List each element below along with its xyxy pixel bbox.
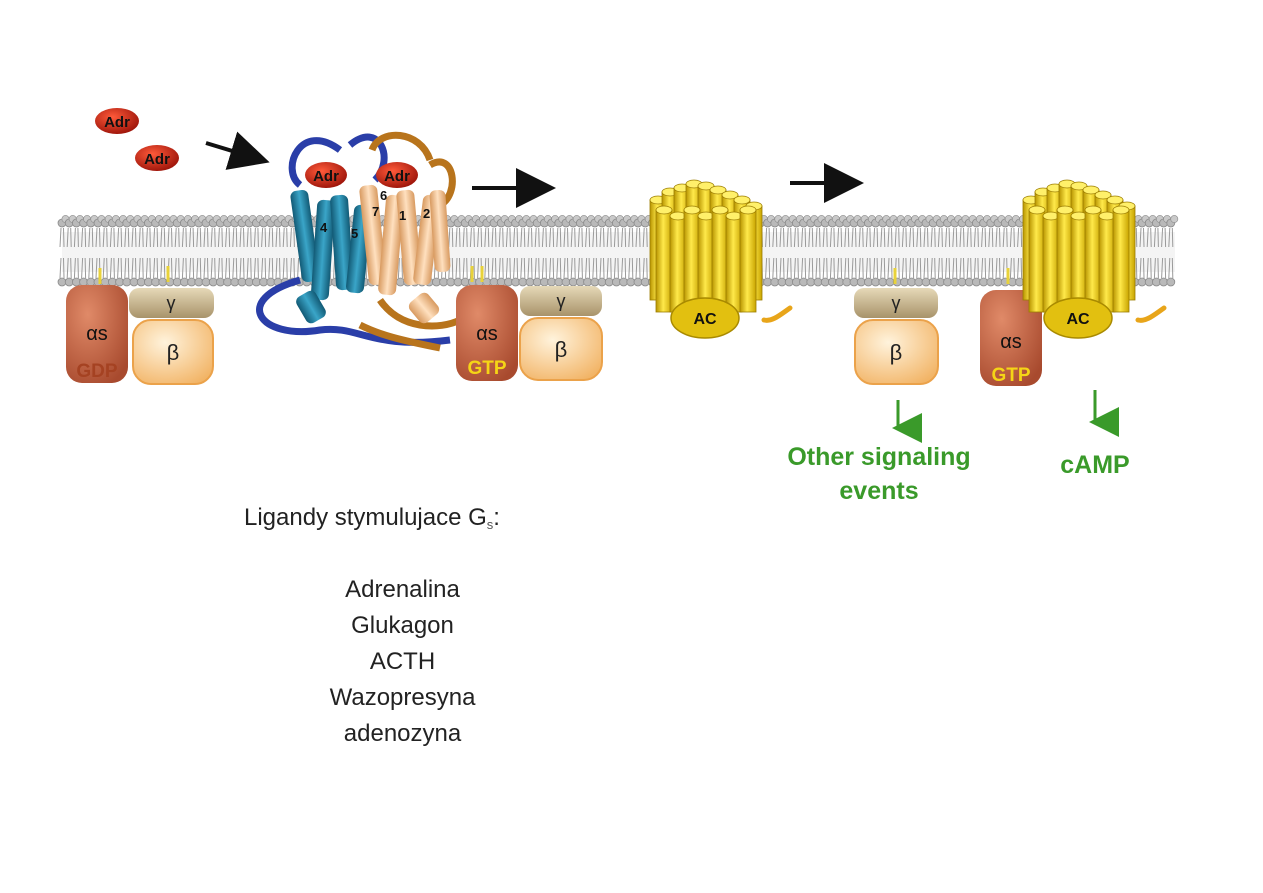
ligand-item: adenozyna	[343, 720, 462, 747]
lipid-bilayer-membrane	[57, 215, 1179, 287]
svg-text:AC: AC	[693, 311, 717, 328]
svg-text:5: 5	[351, 226, 358, 241]
ligand-item: Wazopresyna	[329, 684, 476, 711]
alpha-gtp-ac-complex: αs GTP AC	[980, 179, 1167, 386]
beta-gamma-free: γ β	[854, 268, 939, 385]
svg-text:Adr: Adr	[104, 114, 130, 131]
alpha-subunit-gtp	[980, 290, 1042, 386]
receptor-brown-loop	[358, 131, 462, 352]
gamma-subunit	[520, 286, 602, 316]
bound-adrenaline-2: Adr	[376, 162, 418, 188]
alpha-subunit-gtp	[456, 285, 518, 381]
ligand-item: Adrenalina	[345, 576, 460, 603]
ligand-item: ACTH	[369, 648, 436, 675]
svg-text:β: β	[167, 340, 180, 365]
ligands-title: Ligandy stymulujace Gs:	[244, 504, 500, 532]
gpcr-receptor: 4 5 6 7 1 2 Adr Adr	[256, 131, 462, 352]
beta-subunit	[132, 319, 214, 385]
svg-text:2: 2	[423, 206, 430, 221]
ac-cylinders	[1022, 179, 1136, 313]
beta-subunit	[519, 317, 603, 381]
ac-cylinders	[649, 179, 763, 313]
bound-adrenaline-1: Adr	[305, 162, 347, 188]
svg-text:γ: γ	[557, 291, 566, 311]
svg-text:6: 6	[380, 188, 387, 203]
svg-text:Adr: Adr	[144, 151, 170, 168]
svg-text:γ: γ	[892, 293, 901, 313]
svg-text:αs: αs	[476, 323, 498, 345]
svg-text:AC: AC	[1066, 311, 1090, 328]
svg-text:αs: αs	[1000, 331, 1022, 353]
other-signaling-label: Other signaling	[787, 443, 970, 471]
svg-text:GTP: GTP	[991, 365, 1030, 386]
svg-text:Adr: Adr	[313, 168, 339, 185]
svg-text:γ: γ	[167, 293, 176, 313]
g-protein-inactive: αs GDP γ β	[66, 266, 214, 385]
svg-text:GTP: GTP	[467, 358, 506, 379]
ligands-list: Adrenalina Glukagon ACTH Wazopresyna ade…	[230, 572, 575, 752]
alpha-subunit-gdp	[66, 285, 128, 383]
svg-text:GDP: GDP	[76, 361, 118, 382]
svg-text:7: 7	[372, 204, 379, 219]
receptor-blue-helices	[290, 189, 372, 324]
beta-subunit	[854, 319, 939, 385]
adrenaline-molecule-2: Adr	[135, 145, 179, 171]
gamma-subunit	[129, 288, 214, 318]
adenylyl-cyclase-inactive: AC	[649, 179, 793, 339]
svg-text:β: β	[555, 337, 568, 362]
receptor-orange-helices	[359, 184, 451, 324]
adrenaline-molecule-1: Adr	[95, 108, 139, 134]
svg-text:αs: αs	[86, 323, 108, 345]
g-protein-activated: αs GTP γ β	[456, 266, 603, 381]
svg-text:β: β	[890, 340, 903, 365]
ligand-item: Glukagon	[351, 612, 454, 639]
svg-text:Adr: Adr	[384, 168, 410, 185]
gamma-subunit	[854, 288, 938, 318]
flow-arrow-1	[205, 131, 270, 170]
svg-text:4: 4	[320, 220, 328, 235]
events-label: events	[839, 477, 918, 505]
svg-text:1: 1	[399, 208, 406, 223]
camp-label: cAMP	[1060, 451, 1129, 479]
